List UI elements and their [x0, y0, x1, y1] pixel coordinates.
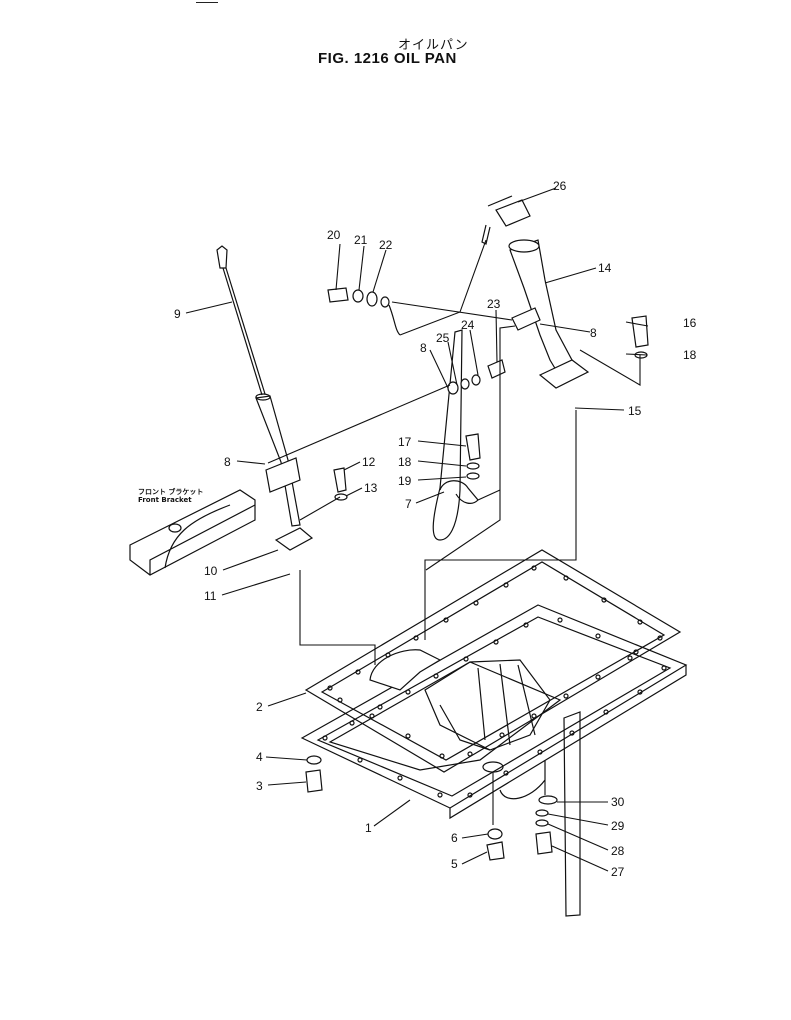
callout-12: 12 [362, 455, 376, 469]
callout-17: 17 [398, 435, 412, 449]
callout-20: 20 [327, 228, 341, 242]
dipstick [216, 245, 266, 396]
callout-8-right: 8 [590, 326, 597, 340]
oil-filler-cap [481, 195, 531, 245]
callout-6: 6 [451, 831, 458, 845]
callout-9: 9 [174, 307, 181, 321]
front-bracket-note: フロント ブラケット Front Bracket [138, 488, 203, 504]
oil-filler-tube [508, 239, 590, 389]
callout-labels: 1 2 3 4 5 6 7 8 8 8 9 10 11 12 13 14 15 … [174, 179, 697, 879]
callout-22: 22 [379, 238, 393, 252]
dipstick-guide-tube [255, 393, 314, 551]
top-rule [196, 2, 218, 3]
callout-28: 28 [611, 844, 625, 858]
callout-23: 23 [487, 297, 501, 311]
oil-pan [300, 604, 688, 820]
callout-8-center: 8 [420, 341, 427, 355]
assembly-lines [267, 239, 641, 825]
front-bracket-note-en: Front Bracket [138, 496, 192, 504]
figure-title: FIG. 1216 OIL PAN [318, 50, 457, 67]
front-bracket [129, 489, 256, 576]
callout-26: 26 [553, 179, 567, 193]
callout-7: 7 [405, 497, 412, 511]
drain-tube [563, 711, 581, 917]
callout-24: 24 [461, 318, 475, 332]
callout-16: 16 [683, 316, 697, 330]
callout-2: 2 [256, 700, 263, 714]
callout-8-left: 8 [224, 455, 231, 469]
figure-title-japanese: オイルパン [398, 38, 469, 53]
callout-15: 15 [628, 404, 642, 418]
callout-21: 21 [354, 233, 368, 247]
callout-29: 29 [611, 819, 625, 833]
callout-18-center: 18 [398, 455, 412, 469]
fasteners [305, 287, 649, 861]
callout-30: 30 [611, 795, 625, 809]
callout-5: 5 [451, 857, 458, 871]
callout-4: 4 [256, 750, 263, 764]
callout-1: 1 [365, 821, 372, 835]
callout-19: 19 [398, 474, 412, 488]
oil-pan-gasket [304, 549, 682, 773]
callout-13: 13 [364, 481, 378, 495]
callout-10: 10 [204, 564, 218, 578]
callout-27: 27 [611, 865, 625, 879]
leader-lines [185, 187, 649, 872]
callout-18-right: 18 [683, 348, 697, 362]
callout-25: 25 [436, 331, 450, 345]
callout-11: 11 [204, 589, 217, 603]
callout-3: 3 [256, 779, 263, 793]
front-bracket-note-jp: フロント ブラケット [138, 488, 204, 496]
callout-14: 14 [598, 261, 612, 275]
gauge-pipe [432, 329, 463, 541]
